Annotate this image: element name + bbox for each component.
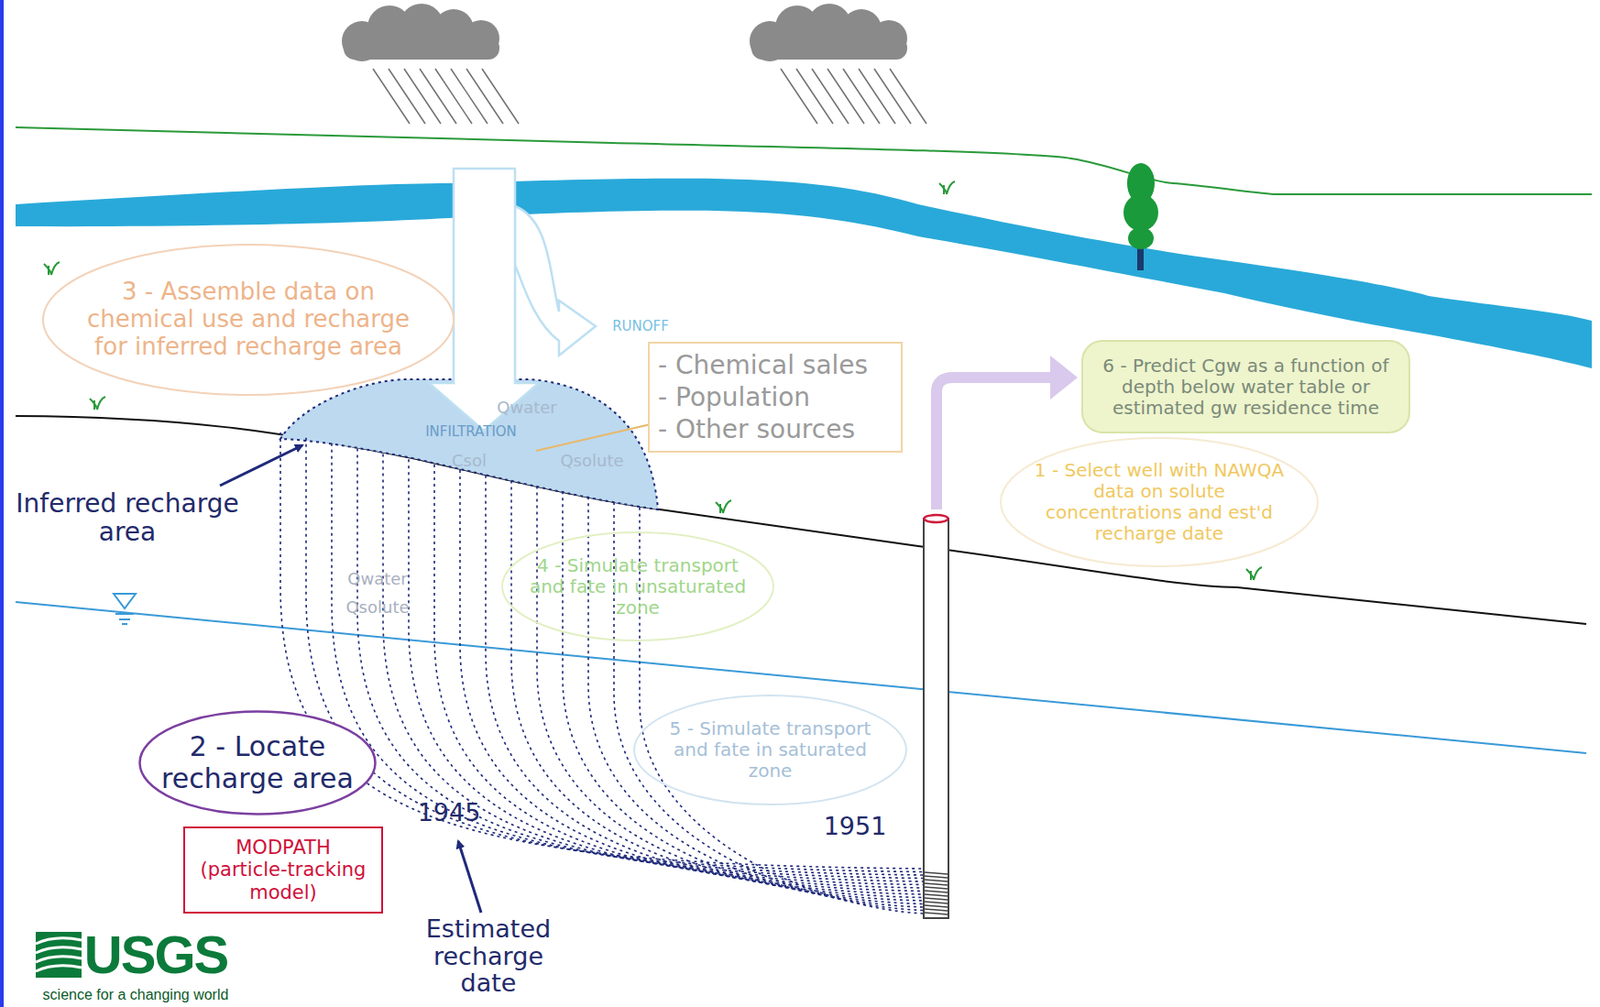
diagram-label: Qsolute — [345, 598, 409, 617]
step-ellipse: 5 - Simulate transport and fate in satur… — [632, 693, 909, 807]
text-wrap: 5 - Simulate transport and fate in satur… — [657, 718, 884, 782]
step-ellipse: 4 - Simulate transport and fate in unsat… — [500, 530, 776, 643]
text-wrap: 2 - Locate recharge area — [155, 731, 361, 795]
diagram-label: 1951 — [823, 812, 888, 841]
diagram-label: RUNOFF — [612, 318, 669, 335]
node-text: 3 - Assemble data on chemical use and re… — [78, 278, 419, 362]
node-text: - Population — [657, 381, 893, 414]
info-box: - Chemical sales- Population- Other sour… — [647, 341, 903, 453]
diagram-label: INFILTRATION — [425, 424, 517, 440]
diagram-label: Qwater — [347, 569, 407, 589]
diagram-label: Inferred recharge area — [3, 490, 252, 548]
node-text: 4 - Simulate transport and fate in unsat… — [525, 555, 751, 619]
node-text: 2 - Locate recharge area — [155, 731, 361, 795]
rain — [372, 68, 927, 124]
logo-text: USGS — [84, 925, 228, 985]
node-text: - Chemical sales — [657, 349, 893, 382]
diagram-label: Estimated recharge date — [405, 915, 571, 998]
text-wrap: 1 - Select well with NAWQA data on solut… — [1028, 460, 1292, 545]
text-wrap: MODPATH (particle-tracking model) — [193, 836, 373, 903]
runoff-arrow — [515, 206, 596, 356]
frame-edge — [0, 0, 4, 1007]
info-box: 6 - Predict Cgw as a function of depth b… — [1081, 339, 1411, 434]
result-arrowhead — [1050, 355, 1078, 400]
diagram-label: Qwater — [496, 398, 557, 417]
tree — [1123, 163, 1159, 271]
text-wrap: 6 - Predict Cgw as a function of depth b… — [1097, 355, 1394, 419]
leader-arrow — [458, 841, 482, 913]
info-box: MODPATH (particle-tracking model) — [183, 826, 384, 914]
node-text: MODPATH (particle-tracking model) — [193, 836, 373, 903]
step-ellipse: 3 - Assemble data on chemical use and re… — [41, 242, 456, 397]
water-table-symbol — [113, 593, 136, 625]
well — [923, 515, 949, 919]
text-wrap: - Chemical sales- Population- Other sour… — [657, 349, 893, 446]
leader-line — [536, 424, 651, 451]
node-text: 6 - Predict Cgw as a function of depth b… — [1097, 355, 1394, 419]
diagram-label: Csol — [451, 451, 487, 471]
cloud — [341, 3, 908, 62]
step-ellipse: 2 - Locate recharge area — [137, 709, 378, 817]
node-text: 1 - Select well with NAWQA data on solut… — [1028, 460, 1292, 545]
text-wrap: 3 - Assemble data on chemical use and re… — [78, 278, 419, 362]
text-wrap: 4 - Simulate transport and fate in unsat… — [525, 555, 751, 619]
step-ellipse: 1 - Select well with NAWQA data on solut… — [998, 436, 1320, 569]
node-text: 5 - Simulate transport and fate in satur… — [657, 718, 884, 782]
diagram-label: 1945 — [417, 799, 482, 827]
leader-arrow — [219, 445, 303, 486]
diagram-label: Qsolute — [559, 451, 624, 471]
node-text: - Other sources — [657, 413, 893, 446]
diagram-label: science for a changing world — [43, 986, 230, 1004]
usgs-icon — [35, 931, 82, 978]
